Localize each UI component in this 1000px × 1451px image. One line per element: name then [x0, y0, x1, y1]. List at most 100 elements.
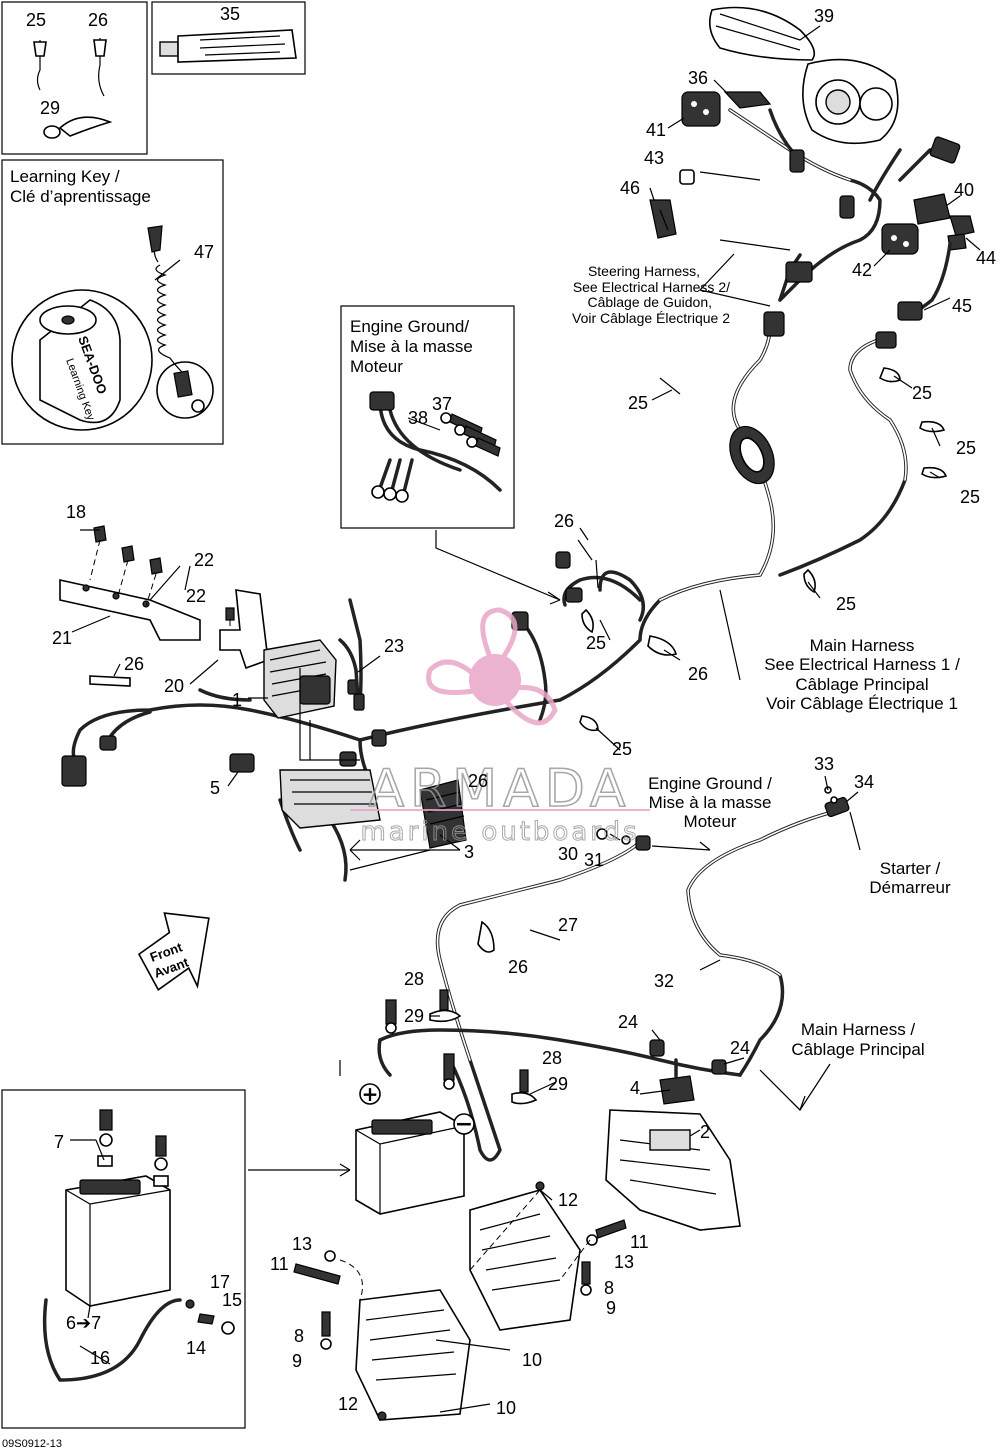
small-hardware-30-31-33-34: [596, 786, 838, 845]
callout-2: 2: [700, 1122, 710, 1142]
callout-25-e: 25: [960, 487, 980, 507]
inset-box-ties: [1, 1, 148, 155]
callout-14: 14: [186, 1338, 206, 1358]
starter-line-2: Démarreur: [869, 878, 951, 897]
battery-inset: [42, 1109, 235, 1382]
battery-minus-sign: −: [455, 1112, 473, 1137]
watermark-propeller-blade-3: [502, 685, 558, 726]
callout-29-c: 29: [548, 1074, 568, 1094]
callout-23: 23: [384, 636, 404, 656]
engine-ground-inset-line-1: Engine Ground/: [350, 317, 469, 336]
callout-28-a: 28: [404, 969, 424, 989]
callout-3: 3: [464, 842, 474, 862]
callout-5: 5: [210, 778, 220, 798]
tie-wraps-25-harness: [579, 367, 948, 732]
callout-37: 37: [432, 394, 452, 414]
callout-16: 16: [90, 1348, 110, 1368]
callout-22-a: 22: [194, 550, 214, 570]
callout-11-a: 11: [270, 1254, 289, 1274]
clip-44: [947, 215, 975, 251]
battery-plus-sign: +: [362, 1082, 379, 1106]
engine-ground-inset-line-3: Moteur: [350, 357, 403, 376]
battery-main: [355, 1083, 475, 1215]
callout-40: 40: [954, 180, 974, 200]
callout-38: 38: [408, 408, 428, 428]
bolts-28-29-main: [385, 989, 538, 1105]
callout-43: 43: [644, 148, 664, 168]
callout-29-b: 29: [404, 1006, 424, 1026]
tie-wrap-26: [93, 38, 107, 97]
watermark-subtitle: marine outboards: [360, 817, 639, 847]
hardware-8-9-11-12-13: [293, 1181, 627, 1421]
callout-9-a: 9: [606, 1298, 616, 1318]
callout-47: 47: [194, 242, 214, 262]
main-harness-1-line-1: Main Harness: [810, 636, 915, 655]
pin-43: [679, 169, 695, 185]
callout-1: 1: [232, 690, 242, 710]
callout-8-a: 8: [604, 1278, 614, 1298]
regulator-3: [419, 779, 467, 849]
learning-key-title-line-2: Clé d’aprentissage: [10, 187, 151, 206]
harness-23: [338, 638, 365, 711]
front-direction-arrow: [137, 912, 210, 991]
callout-44: 44: [976, 248, 996, 268]
callout-13-a: 13: [292, 1234, 312, 1254]
callout-25-c: 25: [912, 383, 932, 403]
callout-7: 7: [54, 1132, 64, 1152]
callout-9-b: 9: [292, 1351, 302, 1371]
module-fuse-box: [279, 769, 381, 829]
callout-21: 21: [52, 628, 72, 648]
callout-24-a: 24: [618, 1012, 638, 1032]
steering-harness-line-3: Câblage de Guidon,: [587, 294, 712, 310]
callout-11-b: 11: [630, 1232, 649, 1252]
callout-39: 39: [814, 6, 834, 26]
lanyard-post-46: [649, 199, 677, 239]
inset-box-grease: [151, 1, 306, 75]
switch-36: [723, 91, 772, 109]
grommet: [729, 425, 775, 485]
callout-32: 32: [654, 971, 674, 991]
callout-25-ties: 25: [26, 10, 46, 30]
callout-25-b: 25: [628, 393, 648, 413]
callout-46: 46: [620, 178, 640, 198]
battery-tray-10: [355, 1189, 581, 1421]
engine-ground-2-line-3: Moteur: [684, 812, 737, 831]
gauge-cluster: [802, 58, 899, 145]
callout-6-7: 6➔7: [66, 1313, 101, 1333]
connector-40: [913, 193, 951, 225]
callout-33: 33: [814, 754, 834, 774]
harness-45: [897, 242, 952, 321]
watermark-propeller-hub: [469, 654, 521, 706]
callout-26-b: 26: [554, 511, 574, 531]
connector-5: [229, 753, 255, 773]
callout-42: 42: [852, 260, 872, 280]
harness-connectors: [61, 311, 897, 787]
callout-25-g: 25: [586, 633, 606, 653]
watermark-propeller-blade-1: [480, 607, 518, 665]
callout-15: 15: [222, 1290, 242, 1310]
callout-25-f: 25: [836, 594, 856, 614]
relay-24-4: [649, 1039, 727, 1105]
callout-22-b: 22: [186, 586, 206, 606]
clamp-29: [43, 116, 113, 139]
callout-26-f: 26: [508, 957, 528, 977]
gauge-cover-39: [709, 6, 816, 61]
callout-26-ties: 26: [88, 10, 108, 30]
callout-30: 30: [558, 844, 578, 864]
engine-ground-terminals-38: [369, 391, 502, 503]
callout-41: 41: [646, 120, 666, 140]
callout-45: 45: [952, 296, 972, 316]
callout-18: 18: [66, 502, 86, 522]
main-harness-1-line-3: Câblage Principal: [795, 675, 928, 694]
leader-lines-lower: [70, 25, 981, 1413]
callout-13-b: 13: [614, 1252, 634, 1272]
steering-harness-wires: [728, 108, 961, 302]
main-harness-1-line-4: Voir Câblage Électrique 1: [766, 694, 958, 713]
callout-28-b: 28: [542, 1048, 562, 1068]
inset-box-learning-key: [1, 159, 224, 445]
callout-35: 35: [220, 4, 240, 24]
callout-29-ties: 29: [40, 98, 60, 118]
callout-4: 4: [630, 1078, 640, 1098]
main-harness-1-line-2: See Electrical Harness 1 /: [764, 655, 960, 674]
